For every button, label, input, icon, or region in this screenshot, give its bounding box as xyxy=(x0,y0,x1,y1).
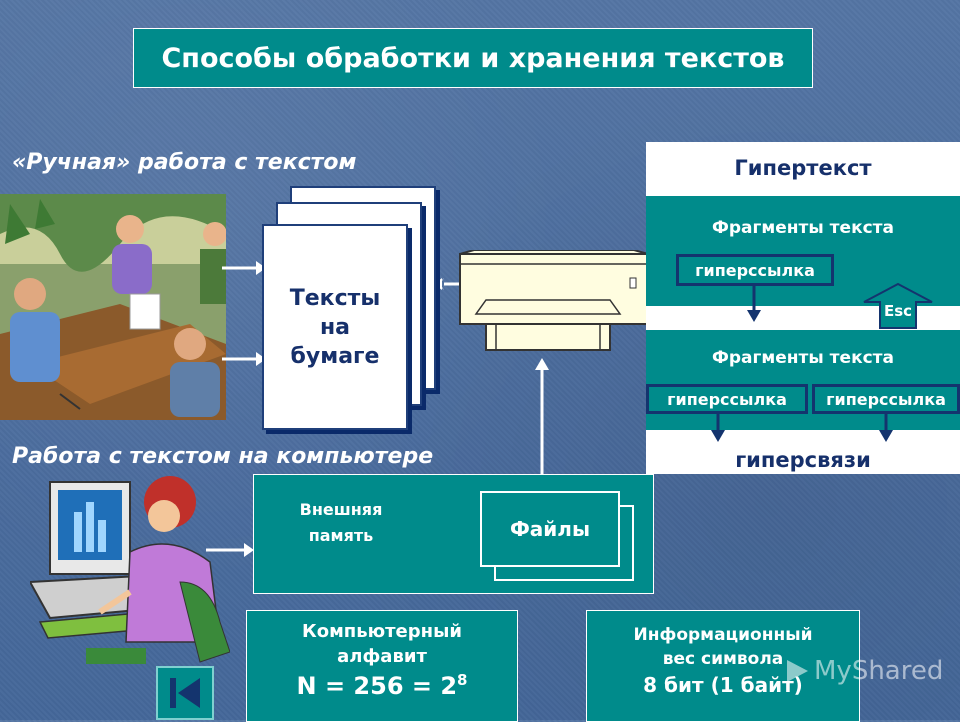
skip-back-icon xyxy=(170,678,200,708)
watermark: MyShared xyxy=(784,656,943,686)
hyperlink-arrows xyxy=(711,284,893,442)
nav-first-slide-button[interactable] xyxy=(156,666,214,720)
alphabet-formula-exponent: 8 xyxy=(457,671,468,689)
memory-line-2: память xyxy=(308,526,374,545)
woman-at-computer-image xyxy=(30,476,230,664)
alphabet-line-2: алфавит xyxy=(337,646,427,667)
hyperlink-chip-1[interactable]: гиперссылка xyxy=(676,254,834,286)
info-weight-box: Информационный вес символа 8 бит (1 байт… xyxy=(586,610,860,722)
fragment-1-label: Фрагменты текста xyxy=(711,218,895,238)
play-icon xyxy=(787,660,808,682)
office-meeting-image xyxy=(0,194,226,420)
info-line-1: Информационный xyxy=(633,625,813,645)
paper-line-3: бумаге xyxy=(290,343,380,369)
esc-up-arrow[interactable] xyxy=(862,282,934,330)
hyperlink-chip-2[interactable]: гиперссылка xyxy=(646,384,808,414)
watermark-text: MyShared xyxy=(814,656,944,686)
hypertext-panel: Гипертекст Фрагменты текста Фрагменты те… xyxy=(646,142,960,474)
manual-arrows xyxy=(222,261,266,366)
computer-heading: Работа с текстом на компьютере xyxy=(12,444,434,469)
paper-sheet-front: Тексты на бумаге xyxy=(262,224,408,430)
computer-arrow xyxy=(206,543,254,557)
esc-label: Esc xyxy=(883,302,913,320)
manual-heading: «Ручная» работа с текстом xyxy=(12,150,357,175)
external-memory-box: Внешняя память Файлы xyxy=(253,474,654,594)
hypertext-title: Гипертекст xyxy=(734,156,872,180)
memory-line-1: Внешняя xyxy=(299,500,383,519)
info-line-3: 8 бит (1 байт) xyxy=(643,673,803,697)
hypertext-fragment-1: Фрагменты текста xyxy=(646,196,960,306)
alphabet-line-1: Компьютерный xyxy=(302,621,462,642)
printer-icon xyxy=(440,250,649,351)
memory-to-printer-arrow xyxy=(535,358,549,474)
external-memory-label: Внешняя память xyxy=(276,497,406,549)
paper-line-1: Тексты xyxy=(289,285,381,311)
hyperlink-chip-3[interactable]: гиперссылка xyxy=(812,384,960,414)
page-title: Способы обработки и хранения текстов xyxy=(133,28,813,88)
files-label: Файлы xyxy=(509,517,591,541)
fragment-2-label: Фрагменты текста xyxy=(711,348,895,368)
computer-alphabet-box: Компьютерный алфавит N = 256 = 28 xyxy=(246,610,518,722)
alphabet-formula-base: N = 256 = 2 xyxy=(296,672,458,700)
file-card-front[interactable]: Файлы xyxy=(480,491,620,567)
paper-line-2: на xyxy=(319,314,351,340)
info-line-2: вес символа xyxy=(662,649,784,669)
alphabet-formula: N = 256 = 28 xyxy=(247,671,517,700)
hyperlinks-caption: гиперсвязи xyxy=(735,448,871,472)
